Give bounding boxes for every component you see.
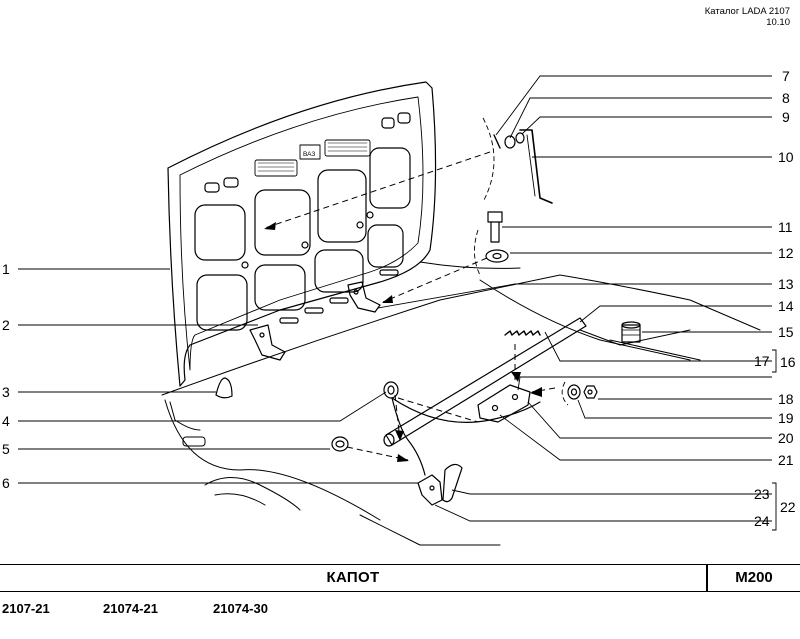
- callout-21: 21: [778, 452, 794, 468]
- callout-6: 6: [2, 475, 10, 491]
- rubber-bumper: [215, 377, 233, 399]
- car-body: [161, 261, 761, 546]
- catalog-date: 10.10: [766, 17, 790, 28]
- callout-3: 3: [2, 384, 10, 400]
- model-item: 21074-30: [213, 601, 268, 616]
- hood-hinge-left: [249, 324, 286, 361]
- catalog-title: Каталог LADA 2107: [704, 6, 790, 17]
- callout-12: 12: [778, 245, 794, 261]
- model-list: 2107-21 21074-21 21074-30: [0, 601, 800, 621]
- lock-spring: [504, 330, 541, 336]
- assembly-line-nut: [531, 387, 556, 393]
- lock-nut: [583, 385, 598, 399]
- callout-8: 8: [782, 90, 790, 106]
- prop-bushing: [504, 135, 516, 149]
- callout-22: 22: [780, 499, 796, 515]
- callout-9: 9: [782, 109, 790, 125]
- hinge-bolt: [487, 211, 503, 243]
- callout-11: 11: [778, 219, 793, 235]
- catalog-header: Каталог LADA 2107 10.10: [705, 6, 790, 28]
- prop-clip: [515, 132, 525, 144]
- release-cable-front: [391, 397, 426, 476]
- model-item: 21074-21: [103, 601, 158, 616]
- cable-bushing: [383, 381, 399, 399]
- callout-24: 24: [754, 513, 770, 529]
- callout-13: 13: [778, 276, 794, 292]
- section-code: M200: [735, 569, 773, 586]
- grommet: [331, 436, 349, 452]
- callout-14: 14: [778, 298, 794, 314]
- hood-hinge-right: [347, 281, 381, 313]
- hood-panel: [167, 81, 437, 387]
- callout-16: 16: [780, 354, 796, 370]
- callout-7: 7: [782, 68, 790, 84]
- hinge-washer: [485, 249, 509, 263]
- callout-1: 1: [2, 261, 10, 277]
- door-handle: [182, 436, 206, 447]
- hood-prop-rod: [519, 129, 553, 204]
- callout-18: 18: [778, 391, 794, 407]
- callout-15: 15: [778, 324, 794, 340]
- assembly-line-bushing: [394, 394, 401, 441]
- hood-lock: [477, 384, 531, 423]
- title-separator: [706, 565, 708, 591]
- badge-plate: [299, 144, 321, 160]
- lock-washer: [567, 384, 581, 400]
- callout-17: 17: [754, 353, 770, 369]
- callout-19: 19: [778, 410, 794, 426]
- lock-rod: [383, 317, 587, 447]
- callout-20: 20: [778, 430, 794, 446]
- section-title: КАПОТ: [326, 569, 380, 586]
- hood-exploded-diagram: 1 2 3 4 5 6 7 8 9 10 11 12 13 14 15 16 1…: [2, 68, 796, 546]
- callout-2: 2: [2, 317, 10, 333]
- callout-10: 10: [778, 149, 794, 165]
- hood-badge-logo: ВАЗ: [303, 151, 315, 158]
- release-cable: [391, 397, 541, 423]
- callout-5: 5: [2, 441, 10, 457]
- release-handle: [417, 463, 463, 506]
- callout-23: 23: [754, 486, 770, 502]
- title-bar: КАПОТ M200: [0, 564, 800, 592]
- prop-pin: [493, 134, 501, 149]
- assembly-line-hinge: [382, 257, 488, 303]
- assembly-line-cable: [397, 397, 479, 423]
- callout-4: 4: [2, 413, 10, 429]
- rubber-buffer: [621, 321, 641, 343]
- model-item: 2107-21: [2, 601, 50, 616]
